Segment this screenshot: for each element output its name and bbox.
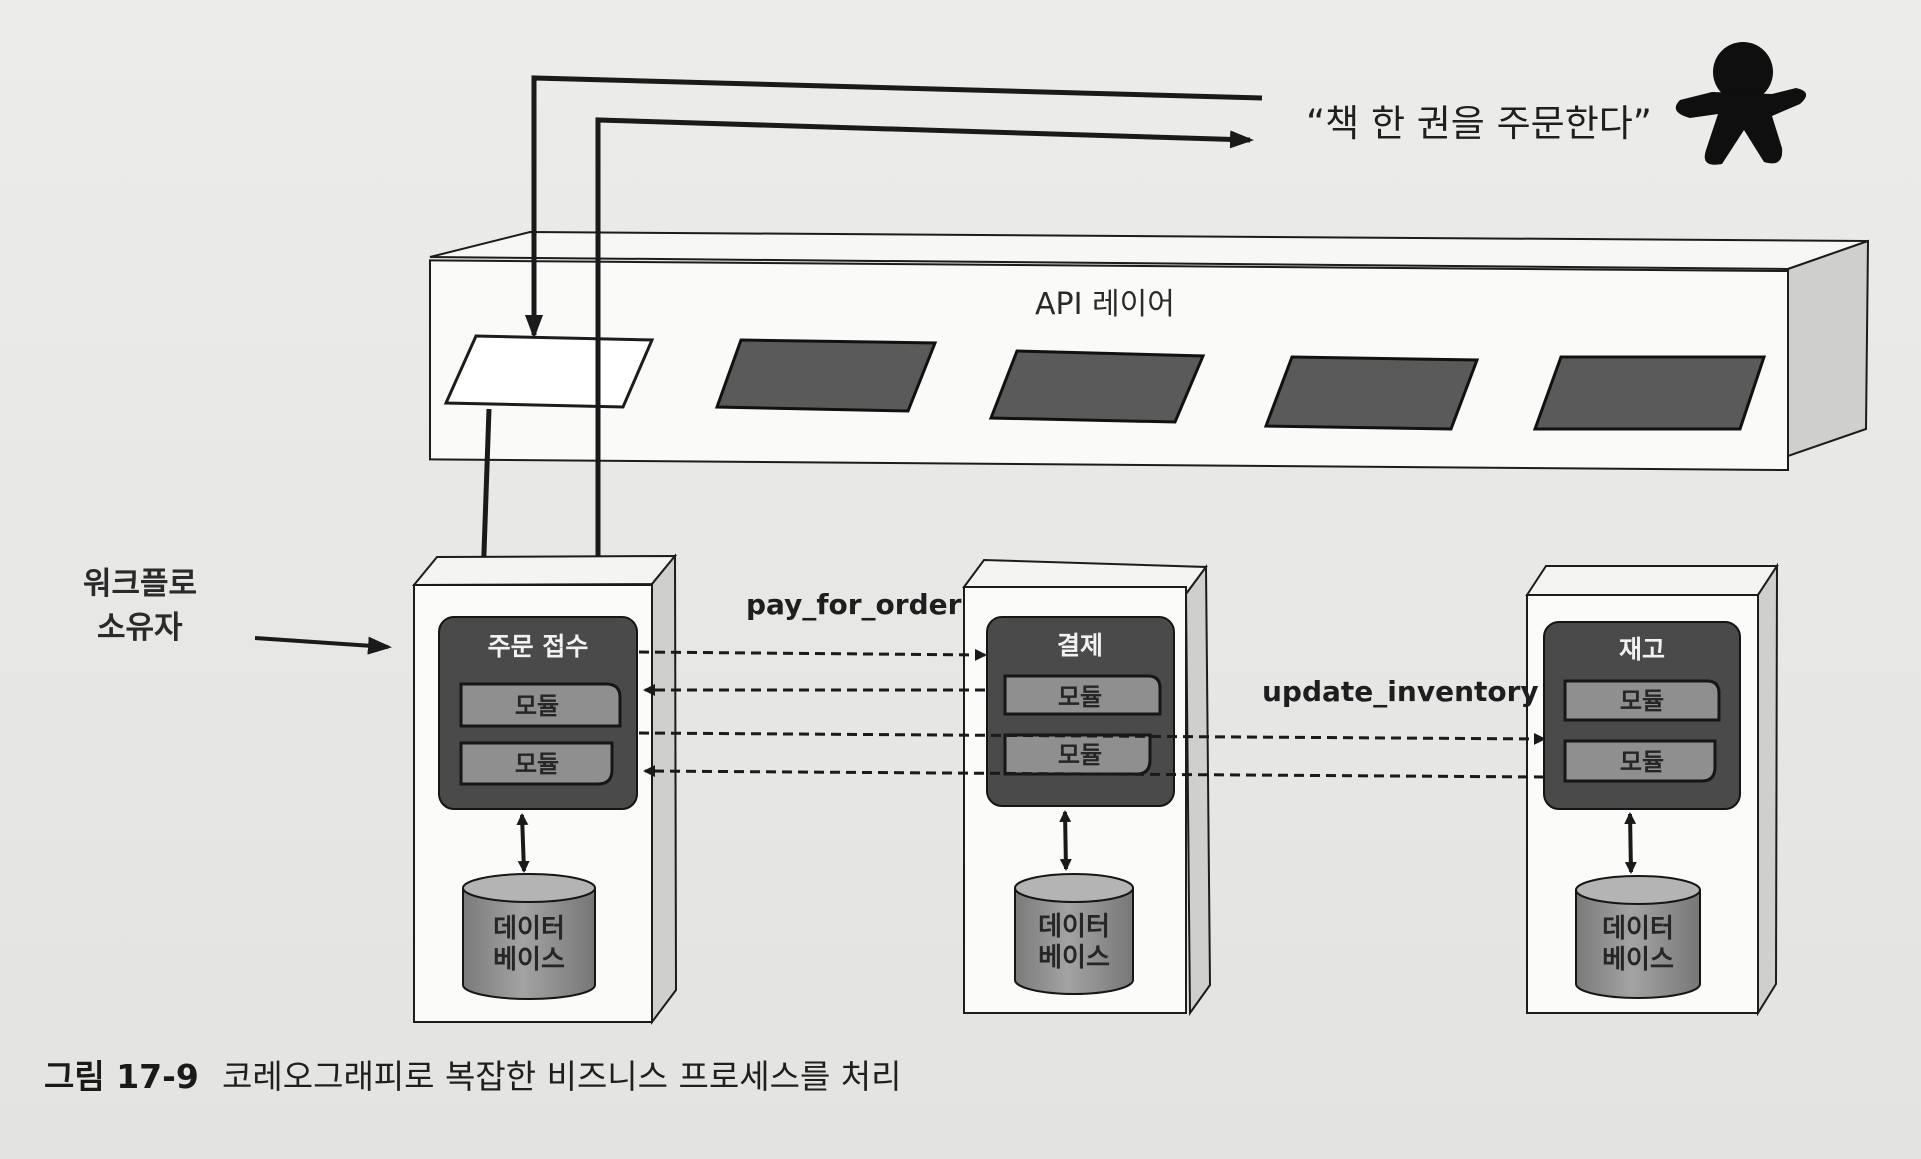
module-inventory-2[interactable] [1563,739,1717,783]
api-endpoint-3[interactable] [988,349,1206,424]
database-label-line2: 베이스 [493,945,565,975]
database-label-line2: 베이스 [1602,945,1674,975]
workflow-owner-arrow [254,636,392,655]
module-label: 모듈 [515,692,559,720]
figure-caption: 코레오그래피로 복잡한 비즈니스 프로세스를 처리 [222,1057,902,1096]
database-label-line2: 베이스 [1038,943,1110,973]
database-icon [1014,873,1134,995]
module-label: 모듈 [1620,748,1664,776]
module-payment-1[interactable] [1003,674,1162,716]
database-label-line1: 데이터 [493,914,565,944]
update-inventory-response [643,765,1545,779]
api-endpoint-4[interactable] [1263,355,1480,431]
database-label-line1: 데이터 [1038,912,1110,942]
message-label-update-inventory: update_inventory [1262,675,1539,708]
workflow-owner-line2: 소유자 [97,610,183,646]
db-link-order [516,813,530,873]
module-inventory-1[interactable] [1563,679,1721,722]
update-inventory-request [638,731,1546,745]
person-icon [1675,42,1807,165]
db-link-inventory [1624,812,1637,874]
service-title-inventory: 재고 [1619,635,1665,664]
workflow-owner-line1: 워크플로 [83,566,197,602]
order-quote: “책 한 권을 주문한다” [1306,102,1652,145]
database-label-line1: 데이터 [1602,914,1674,944]
database-icon [1575,875,1701,999]
database-icon [462,873,596,1000]
api-endpoint-5[interactable] [1532,355,1767,431]
service-title-order-intake: 주문 접수 [488,632,589,661]
message-label-pay-for-order: pay_for_order [746,588,962,621]
figure-number: 그림 17-9 [44,1057,199,1096]
request-arrow [525,75,1263,339]
response-arrow [595,117,1254,618]
db-link-payment [1059,810,1072,871]
api-layer-label: API 레이어 [1035,287,1175,322]
module-label: 모듈 [515,750,559,778]
module-order-1[interactable] [459,682,622,728]
api-endpoint-2[interactable] [714,338,938,413]
module-order-2[interactable] [459,741,614,786]
service-title-payment: 결제 [1057,631,1103,660]
module-label: 모듈 [1058,683,1102,711]
module-label: 모듈 [1620,687,1664,715]
module-label: 모듈 [1058,741,1102,769]
api-endpoint-order[interactable] [443,334,655,409]
pay-for-order-request [638,648,987,661]
